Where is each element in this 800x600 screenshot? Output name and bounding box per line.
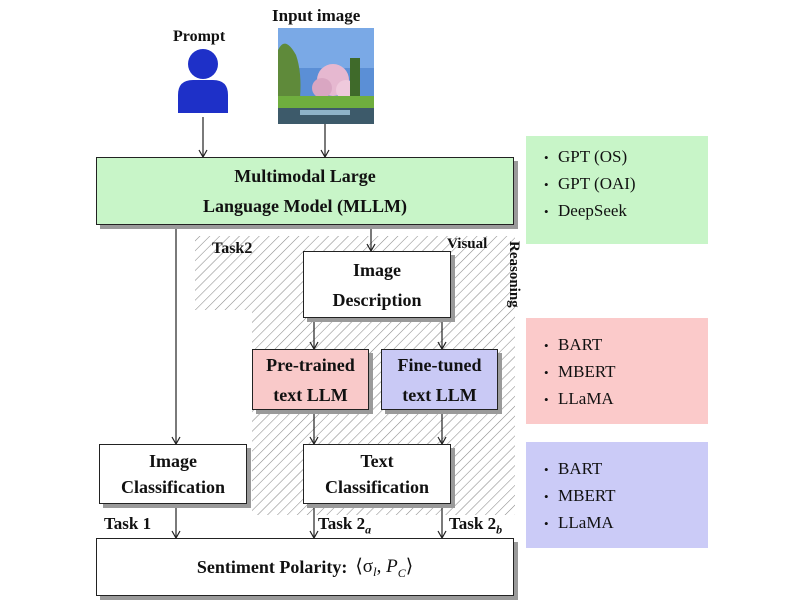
pretrained-models-panel: BART MBERT LLaMA [526, 318, 708, 424]
sentiment-polarity-box: Sentiment Polarity: ⟨σl, PC⟩ [96, 538, 514, 596]
task1-label: Task 1 [104, 514, 152, 533]
task2-label: Task2 [212, 240, 253, 257]
list-item: LLaMA [544, 510, 708, 537]
task2b-main: Task 2 [449, 514, 497, 533]
pretrained-llm-box: Pre-trained text LLM [252, 349, 369, 410]
list-item: MBERT [544, 359, 708, 386]
image-classification-line2: Classification [120, 477, 225, 497]
text-classification-line2: Classification [324, 477, 429, 497]
image-description-line2: Description [332, 289, 422, 310]
mllm-title-line1: Multimodal Large [234, 166, 376, 186]
mllm-box: Multimodal Large Language Model (MLLM) [96, 157, 514, 225]
image-classification-box: Image Classification [99, 444, 247, 504]
list-item: BART [544, 456, 708, 483]
list-item: DeepSeek [544, 198, 708, 225]
list-item: GPT (OAI) [544, 171, 708, 198]
list-item: GPT (OS) [544, 144, 708, 171]
task2b-sub: b [496, 522, 503, 537]
mllm-models-panel: GPT (OS) GPT (OAI) DeepSeek [526, 136, 708, 244]
reasoning-label: Reasoning [506, 241, 522, 308]
pretrained-line1: Pre-trained [266, 354, 355, 375]
text-classification-box: Text Classification [303, 444, 451, 504]
list-item: MBERT [544, 483, 708, 510]
finetuned-models-panel: BART MBERT LLaMA [526, 442, 708, 548]
image-description-line1: Image [353, 259, 401, 280]
image-classification-line1: Image [149, 451, 197, 471]
input-image [278, 28, 374, 124]
mllm-title-line2: Language Model (MLLM) [203, 196, 407, 216]
finetuned-llm-box: Fine-tuned text LLM [381, 349, 498, 410]
sentiment-label: Sentiment Polarity: [196, 557, 348, 577]
finetuned-line1: Fine-tuned [397, 354, 482, 375]
task2a-sub: a [365, 522, 372, 537]
task2a-label: Task 2a [318, 514, 371, 537]
finetuned-line2: text LLM [402, 384, 477, 405]
finetuned-models-list: BART MBERT LLaMA [544, 456, 708, 537]
visual-label: Visual [447, 236, 488, 252]
text-classification-line1: Text [360, 451, 394, 471]
task2b-label: Task 2b [449, 514, 502, 537]
task2a-main: Task 2 [318, 514, 366, 533]
input-image-label: Input image [272, 6, 361, 25]
user-icon [178, 49, 228, 113]
prompt-label: Prompt [173, 28, 226, 45]
list-item: BART [544, 332, 708, 359]
pretrained-models-list: BART MBERT LLaMA [544, 332, 708, 413]
pretrained-line2: text LLM [273, 384, 348, 405]
sentiment-formula: ⟨σl, PC⟩ [355, 555, 414, 580]
image-description-box: Image Description [303, 251, 451, 318]
mllm-models-list: GPT (OS) GPT (OAI) DeepSeek [544, 144, 708, 225]
list-item: LLaMA [544, 386, 708, 413]
